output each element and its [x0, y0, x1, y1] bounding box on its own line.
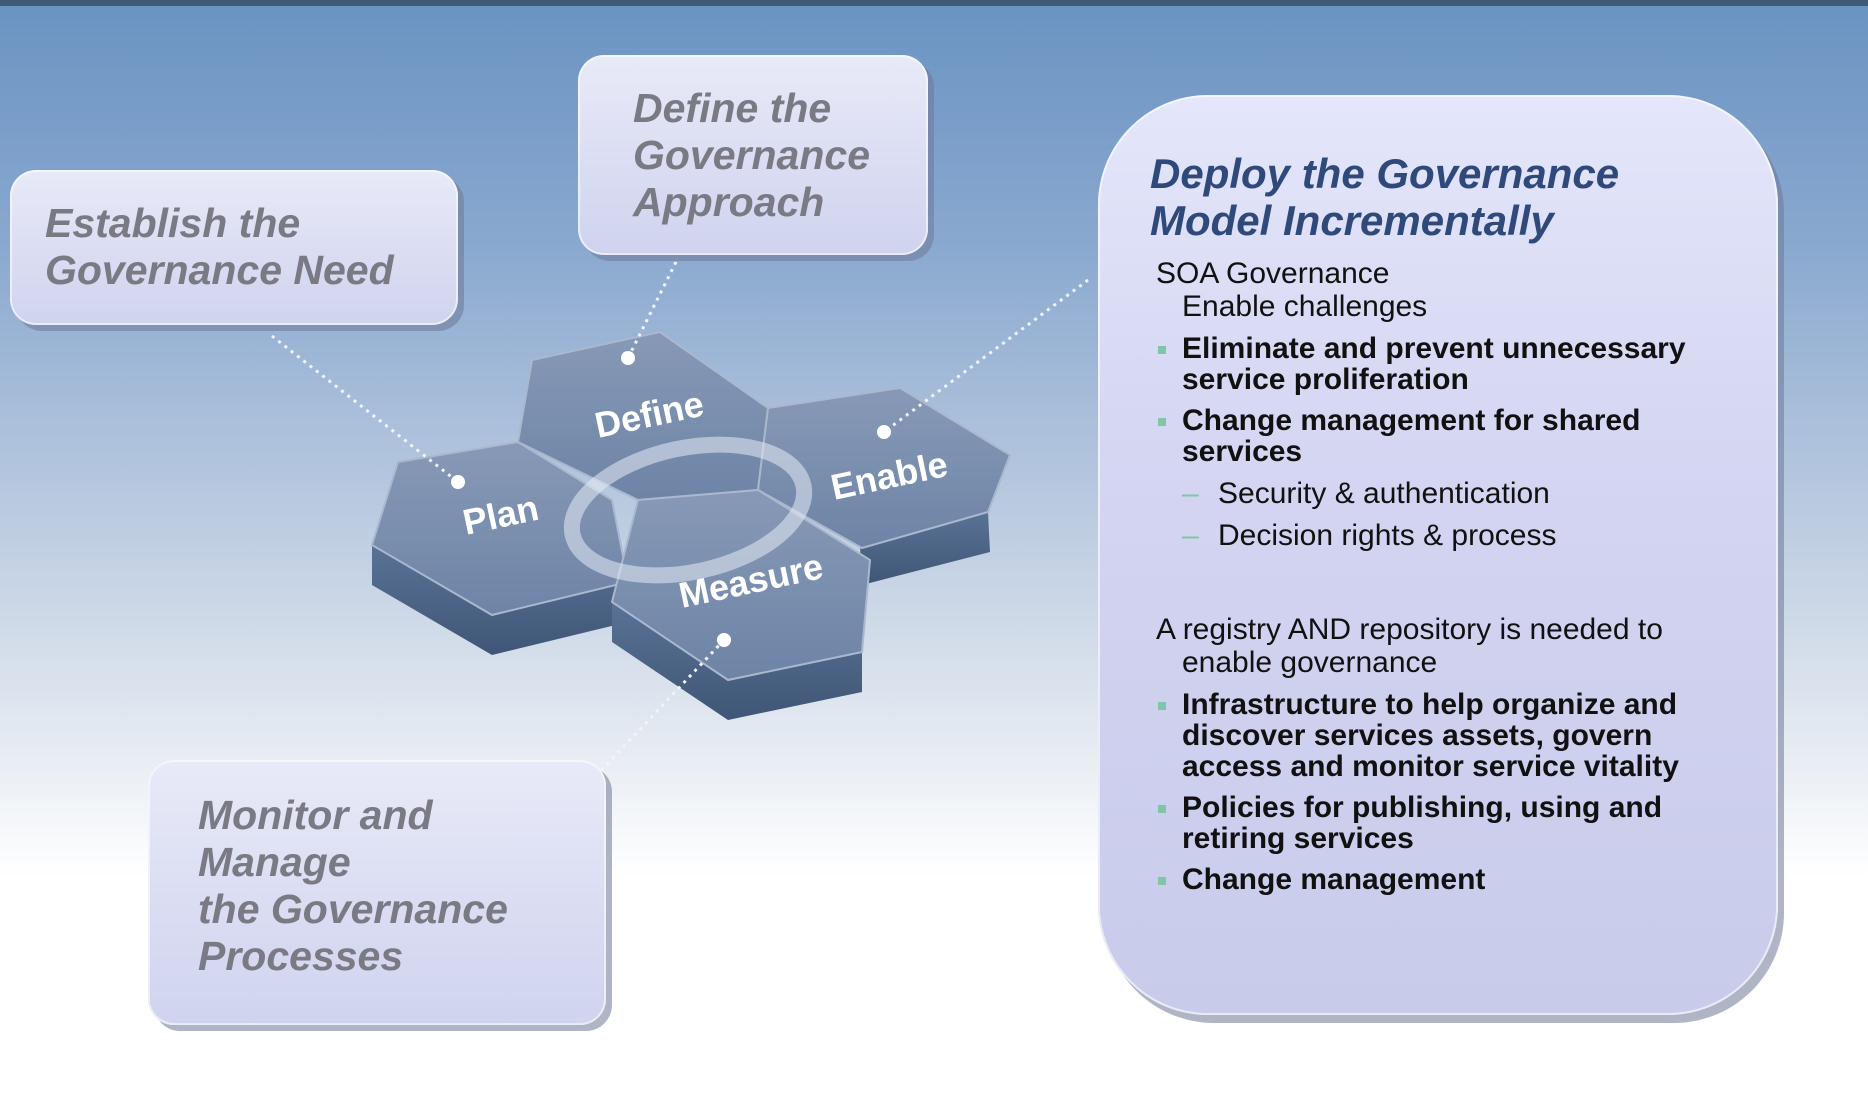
section2-bullet: Policies for publishing, using and retir… [1156, 792, 1756, 854]
deploy-panel: Deploy the Governance Model Incrementall… [1098, 95, 1778, 1015]
connector-dots [451, 351, 891, 647]
section2-intro-line2: enable governance [1182, 646, 1438, 679]
callout-define-approach: Define the Governance Approach [578, 55, 928, 255]
dash-marker: – [1182, 519, 1199, 552]
section1-subitem: – Decision rights & process [1156, 519, 1756, 552]
callout-establish-need: Establish the Governance Need [10, 170, 458, 325]
hex-side-faces [372, 512, 990, 720]
section1-subitem-text: Decision rights & process [1218, 519, 1557, 552]
callout-establish-title: Establish the Governance Need [45, 200, 394, 293]
dash-marker: – [1182, 477, 1199, 510]
section1-subitem: – Security & authentication [1156, 477, 1756, 510]
section1-intro-line1: SOA Governance [1156, 257, 1390, 290]
section1-bullet: Change management for shared services [1156, 405, 1756, 467]
deploy-title: Deploy the Governance Model Incrementall… [1150, 150, 1620, 244]
section1-intro-line2: Enable challenges [1182, 290, 1428, 323]
callout-monitor-title: Monitor and Manage the Governance Proces… [198, 792, 508, 979]
connector-lines [271, 261, 1089, 778]
hex-measure [610, 488, 872, 682]
section2-intro-line1: A registry AND repository is needed to [1156, 613, 1663, 646]
section2-bullet: Infrastructure to help organize and disc… [1156, 689, 1756, 782]
section1-bullet: Eliminate and prevent unnecessary servic… [1156, 333, 1756, 395]
top-rule [0, 0, 1868, 6]
cycle-ring [563, 436, 813, 584]
callout-define-title: Define the Governance Approach [633, 85, 870, 225]
section1-intro: SOA Governance Enable challenges [1156, 257, 1756, 323]
section2-bullet: Change management [1156, 864, 1756, 895]
callout-monitor-manage: Monitor and Manage the Governance Proces… [148, 760, 606, 1025]
section2-intro: A registry AND repository is needed to e… [1156, 613, 1756, 679]
deploy-body: SOA Governance Enable challenges Elimina… [1156, 257, 1756, 905]
section1-subitem-text: Security & authentication [1218, 477, 1550, 510]
